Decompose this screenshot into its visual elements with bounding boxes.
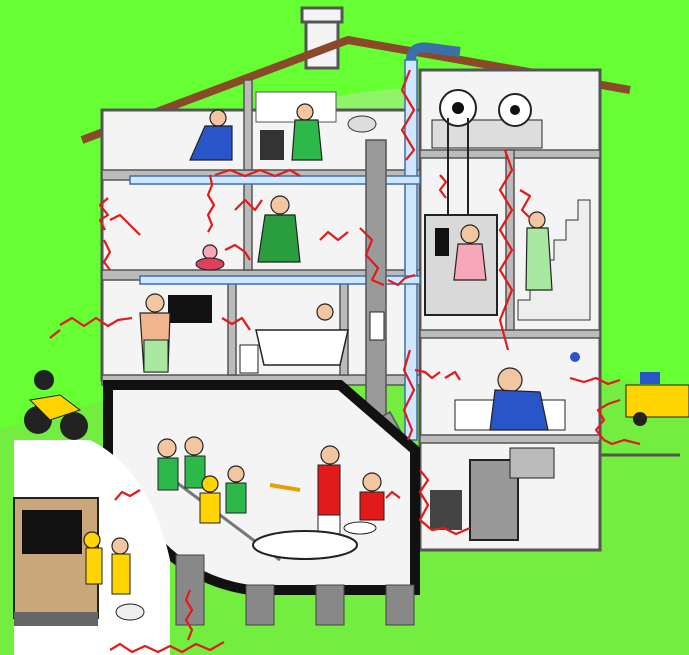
noise-path <box>50 330 60 338</box>
partition-middle <box>228 280 236 375</box>
woman-in-elevator-icon <box>425 215 497 315</box>
tower-slab-3 <box>420 435 600 443</box>
chimney-cap <box>302 8 342 22</box>
partition-attic <box>244 80 252 170</box>
tower-slab-2 <box>420 330 600 338</box>
